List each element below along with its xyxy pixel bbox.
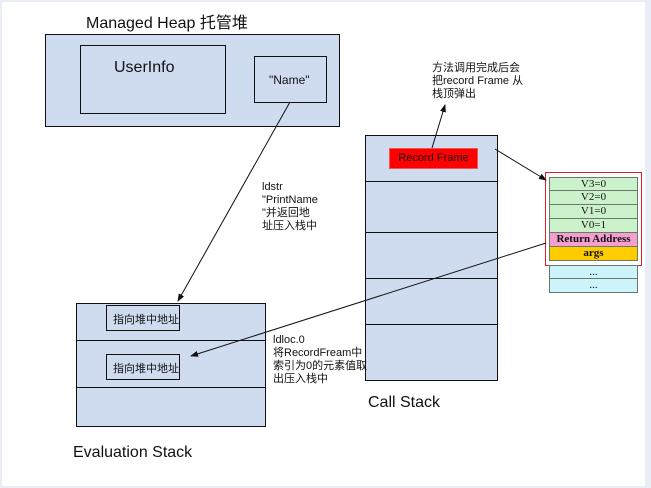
- eval-slot-label: 指向堆中地址: [113, 363, 179, 375]
- heap-object-userinfo: UserInfo: [80, 45, 226, 114]
- managed-heap-title: Managed Heap 托管堆: [86, 15, 248, 32]
- call-stack: Record Frame: [365, 135, 498, 381]
- eval-stack-slot-1: 指向堆中地址: [106, 354, 180, 380]
- frame-row-return-address: Return Address: [549, 233, 638, 247]
- record-frame: Record Frame: [389, 148, 478, 169]
- frame-row-other: ...: [549, 279, 638, 293]
- frame-row-local: V1=0: [549, 205, 638, 219]
- eval-stack-divider: [77, 387, 265, 388]
- heap-object-name-string: "Name": [254, 56, 327, 103]
- ldstr-annotation: ldstr "PrintName "并返回地 址压入栈中: [262, 181, 318, 232]
- arrow-record-frame-pop: [431, 104, 446, 149]
- eval-stack-slot-0: 指向堆中地址: [106, 305, 180, 331]
- frame-row-args: args: [549, 247, 638, 261]
- pop-annotation: 方法调用完成后会 把record Frame 从 栈顶弹出: [432, 62, 524, 100]
- arrow-name-to-eval-stack: [177, 101, 291, 302]
- frame-row-local: V0=1: [549, 219, 638, 233]
- arrow-record-frame-detail: [494, 148, 547, 181]
- frame-row-local: V2=0: [549, 191, 638, 205]
- managed-heap: UserInfo "Name": [45, 34, 340, 127]
- call-stack-title: Call Stack: [368, 394, 441, 411]
- record-frame-detail: V3=0 V2=0 V1=0 V0=1 Return Address args …: [549, 177, 638, 293]
- frame-row-other: ...: [549, 265, 638, 279]
- call-stack-divider: [366, 181, 497, 182]
- call-stack-divider: [366, 324, 497, 325]
- evaluation-stack-title: Evaluation Stack: [73, 444, 193, 461]
- ldloc-annotation: ldloc.0 将RecordFream中 索引为0的元素值取 出压入栈中: [273, 334, 368, 385]
- call-stack-divider: [366, 232, 497, 233]
- call-stack-divider: [366, 278, 497, 279]
- heap-object-label: "Name": [269, 73, 310, 87]
- eval-stack-divider: [77, 340, 265, 341]
- frame-row-local: V3=0: [549, 177, 638, 191]
- eval-slot-label: 指向堆中地址: [113, 314, 179, 326]
- evaluation-stack: 指向堆中地址 指向堆中地址: [76, 303, 266, 427]
- heap-object-label: UserInfo: [114, 59, 175, 76]
- arrow-v0-to-eval-stack: [190, 242, 547, 357]
